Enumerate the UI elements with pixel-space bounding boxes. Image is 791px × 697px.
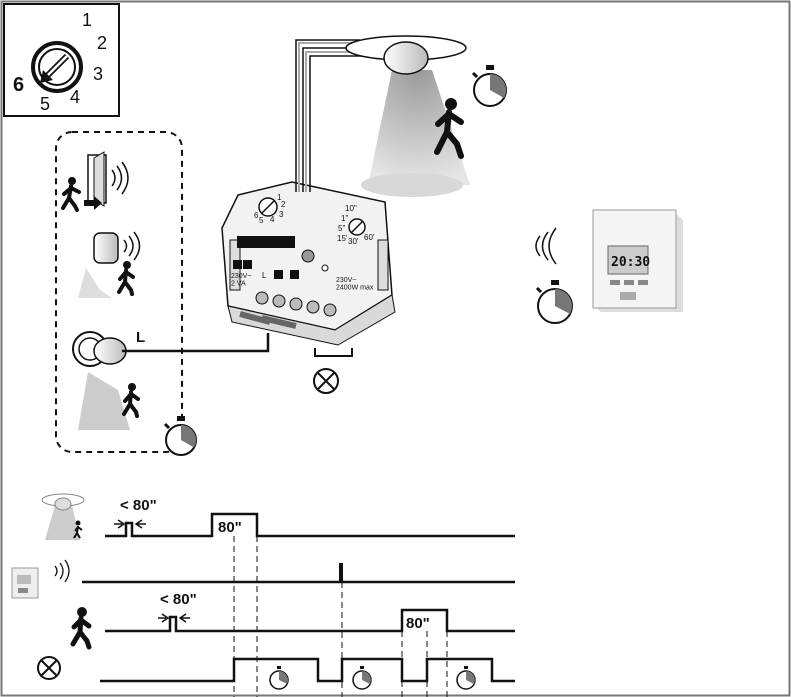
lamp-small-icon [37,656,61,680]
motion-detector-icon [72,331,130,430]
walking-person-icon [434,98,464,159]
sync-lines [233,536,448,697]
walking-person-small-icon [70,607,92,650]
presence-signal [105,608,515,633]
pulse-width-arrows [158,613,190,623]
load-rating: 230V~2400W max [336,277,374,292]
ceiling-sensor-signal [105,512,515,538]
thermostat-small-icon [11,559,70,599]
dial-position-5: 5 [40,94,50,114]
brand-logo [620,292,636,300]
timer-dial-label: 1" [341,214,348,223]
walking-person-icon [61,177,102,212]
timer-small-icon [456,666,476,690]
timer-dial-label: 5" [338,224,345,233]
timer-dial-label: 60' [364,233,375,242]
timer-small-icon [352,666,372,690]
thermostat-button [638,280,648,285]
dial-scale-label: 2 [281,200,286,209]
module-led [321,264,329,272]
output-label: L [262,271,267,280]
dial-position-3: 3 [93,64,103,84]
door-sensor-icon [87,151,129,207]
input-devices-group [55,131,183,453]
timer-dial-label: 10" [345,204,357,213]
thermostat-button [624,280,634,285]
module-name-plate [237,236,295,248]
thermostat-button [610,280,620,285]
dial-arrow-icon [40,53,70,83]
timer-small-icon [269,666,289,690]
dial-position-4: 4 [70,87,80,107]
lamp-output-signal [100,657,515,683]
dial-scale-label: 1 [277,193,282,202]
dial-scale-label: 4 [270,215,275,224]
dial-scale-label: 5 [259,216,264,225]
timer-dial-label: 15' [337,234,348,243]
pulse-width-arrows [114,519,146,529]
walking-person-icon [122,383,140,418]
walking-person-icon [117,261,135,296]
timer-icon [471,65,507,107]
dial-position-1: 1 [82,10,92,30]
wireless-thermostat: 20:30 [535,209,683,312]
long-pulse-label: 80" [218,519,242,536]
dial-position-2: 2 [97,33,107,53]
timer-dial-label: 30' [348,237,359,246]
phase-wire [122,333,270,353]
mode-dial-box: 1 2 3 4 5 6 [3,3,120,117]
timer-icon [535,280,573,324]
thermostat-time: 20:30 [611,255,650,270]
module-button [301,249,315,263]
thermostat-display [607,245,649,275]
presence-pulse-label: < 80" [160,591,197,608]
ceiling-light-icon [345,35,470,197]
output-label: N [276,271,282,280]
wire-label-l: L [136,329,145,346]
dial-selected-position: 6 [13,74,24,96]
terminal-n-label: N [235,261,241,270]
ceiling-sensor-small-icon [41,493,85,540]
output-label: L [293,271,298,280]
tyxia-4801-module: 10" 1" 5" 15' 30' 60' 6 1 2 3 4 5 TYXIA … [221,181,396,346]
lamp-icon [313,368,339,394]
supply-rating: 230V~2 VA [231,273,251,288]
dial-scale-label: 6 [254,211,259,220]
screw-terminals [255,291,337,317]
short-pulse-label: < 80" [120,497,157,514]
dial-scale-label: 3 [279,210,284,219]
module-name: TYXIA 4801 [241,238,295,249]
light-cable [295,39,372,192]
wall-motion-sensor-icon [78,231,141,298]
timer-icon [163,416,197,456]
timing-diagram: < 80" 80" < 80" 80" [11,493,515,697]
thermostat-pulse [339,563,343,582]
load-connection [314,348,353,357]
terminal-l-label: L [245,261,250,270]
presence-long-label: 80" [406,615,430,632]
